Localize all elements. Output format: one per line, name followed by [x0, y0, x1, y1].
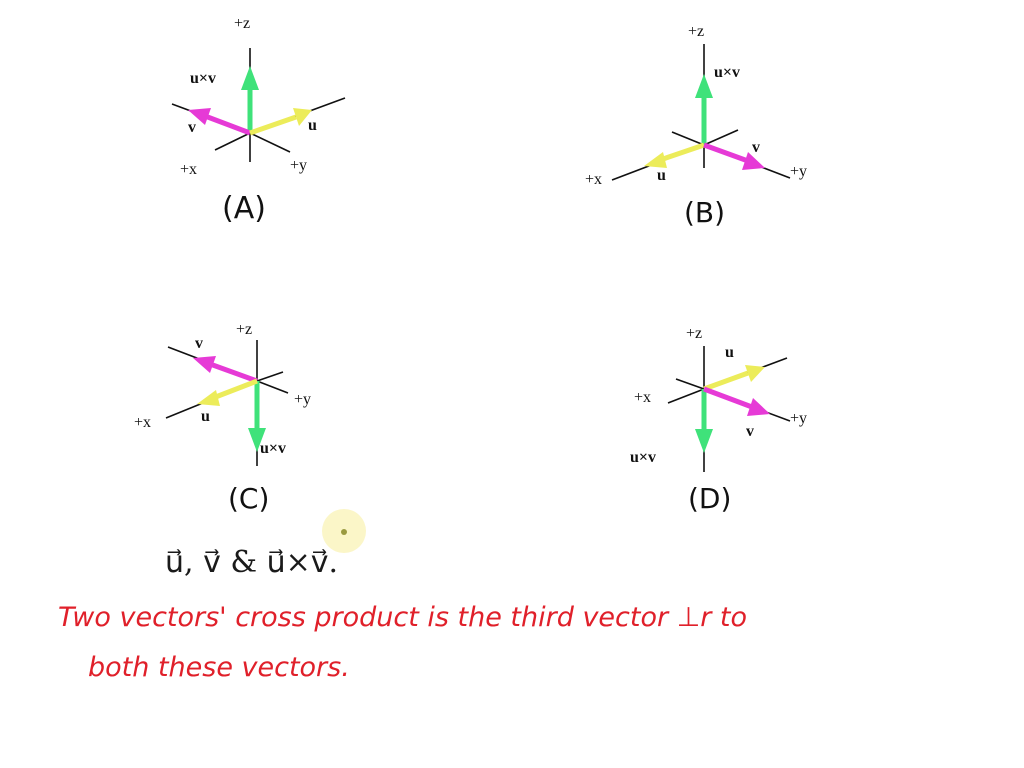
diagram-a-z-label: +z — [234, 15, 250, 32]
diagram-a-v-label: v — [188, 119, 196, 136]
diagram-c-z-label: +z — [236, 321, 252, 338]
diagram-c-caption: (C) — [228, 482, 269, 515]
diagram-b: +z +x +y u×v u v (B) — [585, 23, 807, 229]
diagram-d-x-label: +x — [634, 389, 651, 406]
diagram-d-uxv-label: u×v — [630, 449, 656, 466]
diagram-a-caption: (A) — [222, 191, 266, 226]
diagram-d-y-label: +y — [790, 410, 807, 427]
diagram-a-x-neg-axis — [214, 132, 251, 151]
diagram-d-v-arrow — [703, 386, 753, 410]
diagram-d-x-axis — [667, 388, 705, 404]
diagram-d: +z +x +y u v u×v (D) — [630, 325, 807, 515]
diagram-c-v-arrowhead — [193, 356, 216, 373]
diagram-c-back-y — [256, 371, 284, 382]
diagram-b-v-label: v — [752, 139, 760, 156]
diagram-a-u-arrowhead — [293, 108, 312, 126]
diagram-a-y-neg-axis — [249, 132, 291, 153]
diagram-b-x-label: +x — [585, 171, 602, 188]
diagram-a-v-arrow — [204, 113, 251, 136]
note-line-1: Two vectors' cross product is the third … — [58, 602, 747, 633]
diagram-c-uxv-label: u×v — [260, 440, 286, 457]
diagram-d-v-arrowhead — [747, 398, 770, 416]
diagram-d-u-arrow — [703, 370, 749, 392]
diagram-b-caption: (B) — [684, 196, 725, 229]
diagram-c: +z +x +y v u u×v (C) — [134, 321, 311, 515]
diagram-a-v-arrowhead — [188, 108, 211, 125]
diagram-b-v-arrowhead — [742, 152, 765, 170]
diagram-b-u-arrow — [659, 142, 705, 163]
diagram-b-v-arrow — [703, 142, 749, 164]
diagram-b-back-x — [671, 131, 705, 146]
diagram-d-z-label: +z — [686, 325, 702, 342]
diagram-b-u-arrowhead — [644, 152, 667, 168]
diagram-c-u-label: u — [201, 408, 210, 425]
diagram-b-uxv-arrowhead — [695, 74, 713, 98]
diagram-a-y-label: +y — [290, 157, 307, 174]
diagram-a: +z +x +y u×v v u (A) — [171, 15, 346, 226]
cursor-dot-icon — [341, 529, 347, 535]
diagram-d-caption: (D) — [688, 482, 731, 515]
diagram-d-uxv-arrowhead — [695, 429, 713, 453]
diagram-a-u-arrow — [249, 114, 297, 136]
diagram-a-uxv-arrowhead — [241, 66, 259, 90]
diagram-d-back-x — [675, 378, 705, 390]
diagram-c-x-label: +x — [134, 414, 151, 431]
diagram-a-x-label: +x — [180, 161, 197, 178]
diagram-b-uxv-label: u×v — [714, 64, 740, 81]
vector-list-annotation: u⃗, v⃗ & u⃗×v⃗. — [165, 545, 338, 580]
diagram-b-z-label: +z — [688, 23, 704, 40]
diagram-c-u-arrow — [212, 378, 258, 401]
diagram-b-u-label: u — [657, 167, 666, 184]
diagram-a-uxv-label: u×v — [190, 70, 216, 87]
diagram-c-v-label: v — [195, 335, 203, 352]
diagram-c-u-arrowhead — [197, 390, 220, 406]
diagram-c-v-arrow — [209, 361, 258, 384]
diagram-d-u-label: u — [725, 344, 734, 361]
diagram-d-v-label: v — [746, 423, 754, 440]
diagram-b-y-label: +y — [790, 163, 807, 180]
diagram-b-back-y — [703, 129, 739, 146]
diagram-c-uxv-arrowhead — [248, 428, 266, 452]
diagram-c-y-label: +y — [294, 391, 311, 408]
diagram-c-y-axis — [256, 380, 289, 394]
diagram-d-u-arrowhead — [745, 365, 765, 382]
diagram-a-u-label: u — [308, 117, 317, 134]
note-line-2: both these vectors. — [88, 652, 350, 683]
